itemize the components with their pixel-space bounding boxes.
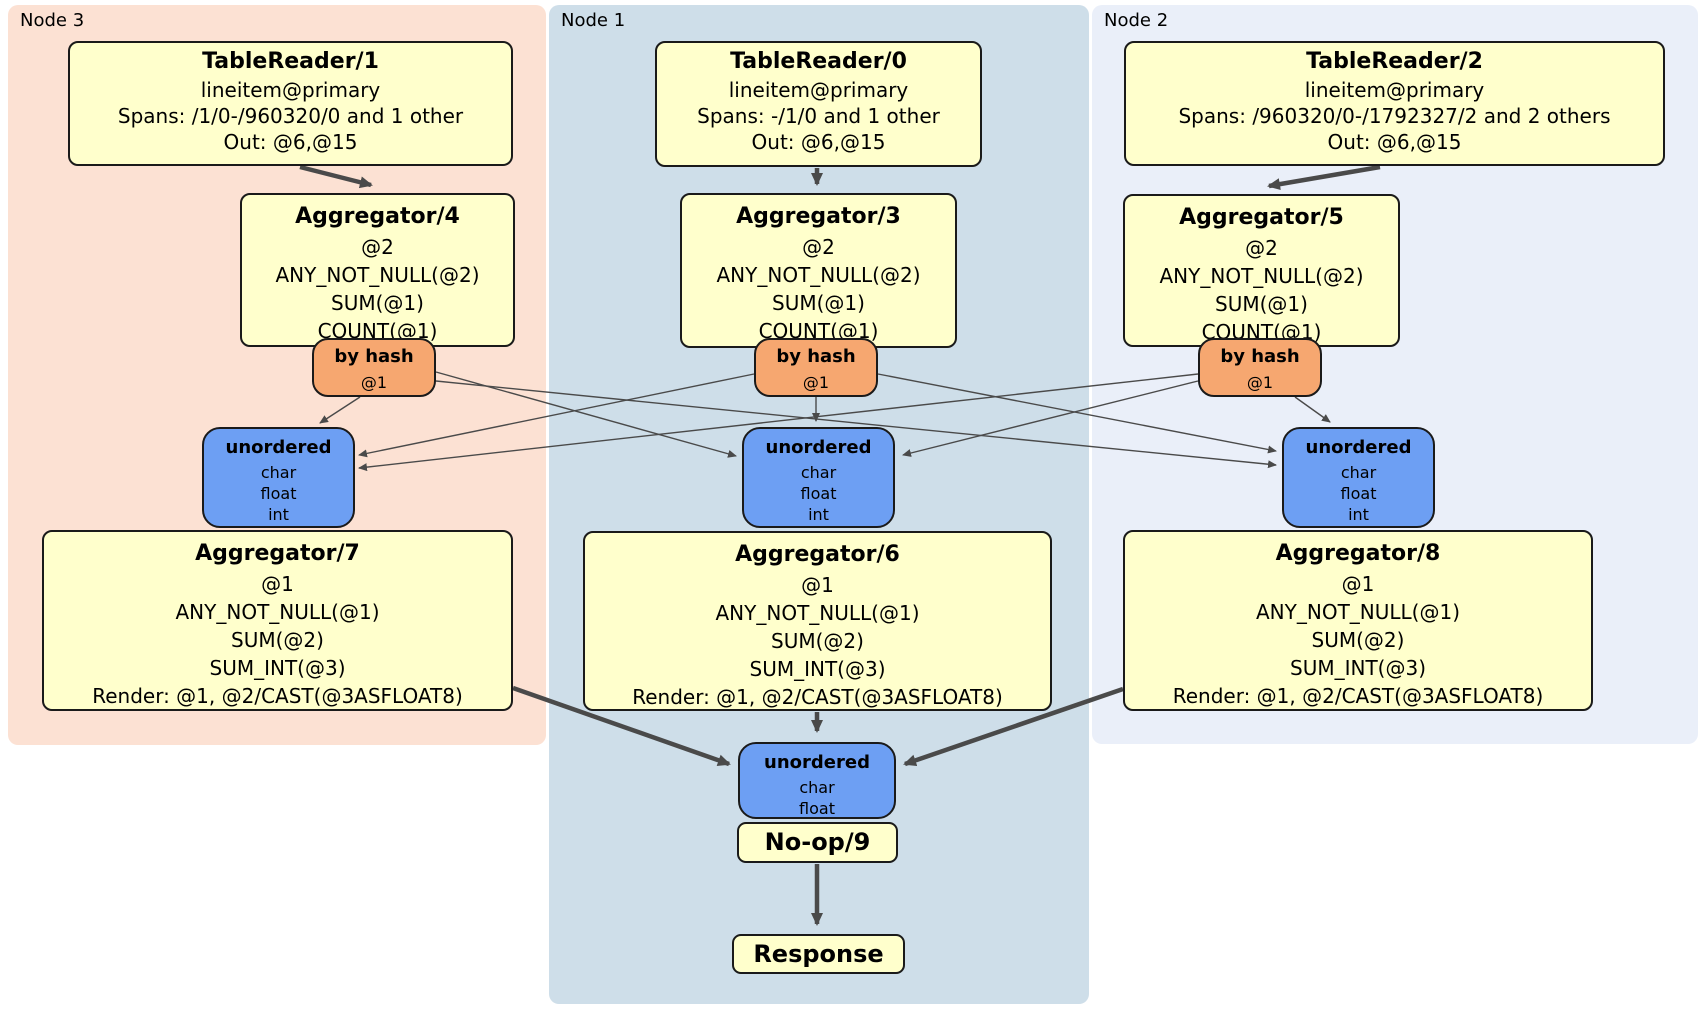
agg-group-key: @1 <box>1341 572 1375 596</box>
box-title: TableReader/1 <box>202 49 379 74</box>
edge-agg7-to-final-sync <box>512 685 731 767</box>
box-title: Aggregator/5 <box>1179 205 1344 230</box>
agg-fn: SUM(@1) <box>1215 292 1308 316</box>
agg-group-key: @2 <box>802 235 835 259</box>
final-unordered-sync: unordered char float <box>738 742 896 819</box>
unordered-sync-node1: unordered char float int <box>742 427 895 528</box>
agg-fn: SUM(@2) <box>231 628 324 652</box>
sync-column: char <box>1340 463 1377 482</box>
router-key: @1 <box>360 373 388 392</box>
sync-column: float <box>800 484 837 503</box>
agg-fn: SUM(@2) <box>1311 628 1405 652</box>
router-key: @1 <box>1246 373 1274 392</box>
edge-router3-to-sync1 <box>435 371 737 458</box>
sync-column: char <box>260 463 297 482</box>
agg-fn: SUM(@2) <box>771 629 864 653</box>
box-title: TableReader/0 <box>730 49 907 74</box>
agg-fn: SUM(@1) <box>772 291 865 315</box>
sync-column: char <box>800 463 837 482</box>
agg-group-key: @1 <box>261 572 294 596</box>
edge-agg8-to-final-sync <box>903 686 1124 767</box>
sync-column: int <box>1348 505 1369 524</box>
tablereader-1-box: TableReader/1 lineitem@primary Spans: /1… <box>68 41 513 166</box>
unordered-sync-node3: unordered char float int <box>202 427 355 528</box>
tablereader-2-box: TableReader/2 lineitem@primary Spans: /9… <box>1124 41 1665 166</box>
sync-column: float <box>799 799 835 818</box>
agg-fn: ANY_NOT_NULL(@1) <box>1256 600 1460 624</box>
reader-spans: Spans: /960320/0-/1792327/2 and 2 others <box>1178 104 1611 128</box>
reader-table: lineitem@primary <box>728 78 909 102</box>
aggregator-8-box: Aggregator/8 @1 ANY_NOT_NULL(@1) SUM(@2)… <box>1123 530 1593 711</box>
router-title: by hash <box>1220 346 1300 367</box>
agg-render: Render: @1, @2/CAST(@3ASFLOAT8) <box>1172 684 1544 708</box>
router-title: by hash <box>776 346 856 367</box>
edge-router2-to-sync3 <box>358 373 1199 472</box>
sync-title: unordered <box>764 752 870 773</box>
node2-label: Node 2 <box>1104 10 1169 31</box>
agg-fn: ANY_NOT_NULL(@2) <box>1159 264 1364 288</box>
response-box: Response <box>732 934 905 974</box>
aggregator-3-box: Aggregator/3 @2 ANY_NOT_NULL(@2) SUM(@1)… <box>680 193 957 348</box>
noop-box: No-op/9 <box>737 822 898 863</box>
edge-router3-to-sync2 <box>435 380 1277 469</box>
edge-router2-to-sync1 <box>902 380 1199 457</box>
agg-fn: SUM_INT(@3) <box>209 656 346 680</box>
box-title: Response <box>753 940 884 968</box>
box-title: No-op/9 <box>764 828 871 856</box>
sync-column: int <box>808 505 829 524</box>
agg-render: Render: @1, @2/CAST(@3ASFLOAT8) <box>92 684 463 708</box>
agg-fn: SUM(@1) <box>331 291 424 315</box>
node3-label: Node 3 <box>20 10 85 31</box>
hash-router-node1: by hash @1 <box>754 338 878 397</box>
hash-router-node2: by hash @1 <box>1198 338 1322 397</box>
sync-column: char <box>799 778 835 797</box>
edge-tablereader1-to-agg4 <box>299 164 373 189</box>
router-key: @1 <box>802 373 830 392</box>
agg-fn: ANY_NOT_NULL(@1) <box>715 601 920 625</box>
aggregator-6-box: Aggregator/6 @1 ANY_NOT_NULL(@1) SUM(@2)… <box>583 531 1052 711</box>
agg-group-key: @2 <box>361 235 394 259</box>
sync-title: unordered <box>765 437 872 458</box>
aggregator-5-box: Aggregator/5 @2 ANY_NOT_NULL(@2) SUM(@1)… <box>1123 194 1400 347</box>
aggregator-4-box: Aggregator/4 @2 ANY_NOT_NULL(@2) SUM(@1)… <box>240 193 515 347</box>
sync-column: int <box>268 505 289 524</box>
router-title: by hash <box>334 346 414 367</box>
reader-table: lineitem@primary <box>200 78 381 102</box>
node1-label: Node 1 <box>561 10 626 31</box>
tablereader-0-box: TableReader/0 lineitem@primary Spans: -/… <box>655 41 982 167</box>
edge-router2-to-sync2 <box>1294 396 1331 423</box>
hash-router-node3: by hash @1 <box>312 338 436 397</box>
reader-spans: Spans: /1/0-/960320/0 and 1 other <box>117 104 464 128</box>
agg-fn: ANY_NOT_NULL(@1) <box>175 600 380 624</box>
agg-render: Render: @1, @2/CAST(@3ASFLOAT8) <box>632 685 1003 709</box>
box-title: Aggregator/8 <box>1275 541 1441 566</box>
reader-out: Out: @6,@15 <box>751 130 886 154</box>
edge-router3-to-sync3 <box>319 396 361 424</box>
box-title: Aggregator/6 <box>735 542 900 567</box>
agg-fn: ANY_NOT_NULL(@2) <box>716 263 921 287</box>
reader-out: Out: @6,@15 <box>223 130 358 154</box>
box-title: Aggregator/3 <box>736 204 901 229</box>
sync-title: unordered <box>1305 437 1412 458</box>
sync-title: unordered <box>225 437 332 458</box>
edge-router1-to-sync2 <box>877 373 1277 454</box>
box-title: Aggregator/7 <box>195 541 360 566</box>
agg-group-key: @2 <box>1245 236 1278 260</box>
aggregator-7-box: Aggregator/7 @1 ANY_NOT_NULL(@1) SUM(@2)… <box>42 530 513 711</box>
box-title: Aggregator/4 <box>295 204 460 229</box>
reader-out: Out: @6,@15 <box>1327 130 1462 154</box>
agg-group-key: @1 <box>801 573 834 597</box>
box-title: TableReader/2 <box>1306 49 1483 74</box>
unordered-sync-node2: unordered char float int <box>1282 427 1435 528</box>
edge-tablereader2-to-agg5 <box>1267 164 1381 191</box>
reader-table: lineitem@primary <box>1304 78 1485 102</box>
agg-fn: SUM_INT(@3) <box>749 657 886 681</box>
edge-router1-to-sync3 <box>358 373 755 458</box>
reader-spans: Spans: -/1/0 and 1 other <box>697 104 940 128</box>
agg-fn: ANY_NOT_NULL(@2) <box>275 263 480 287</box>
sync-column: float <box>260 484 297 503</box>
agg-fn: SUM_INT(@3) <box>1290 656 1426 680</box>
sync-column: float <box>1340 484 1377 503</box>
